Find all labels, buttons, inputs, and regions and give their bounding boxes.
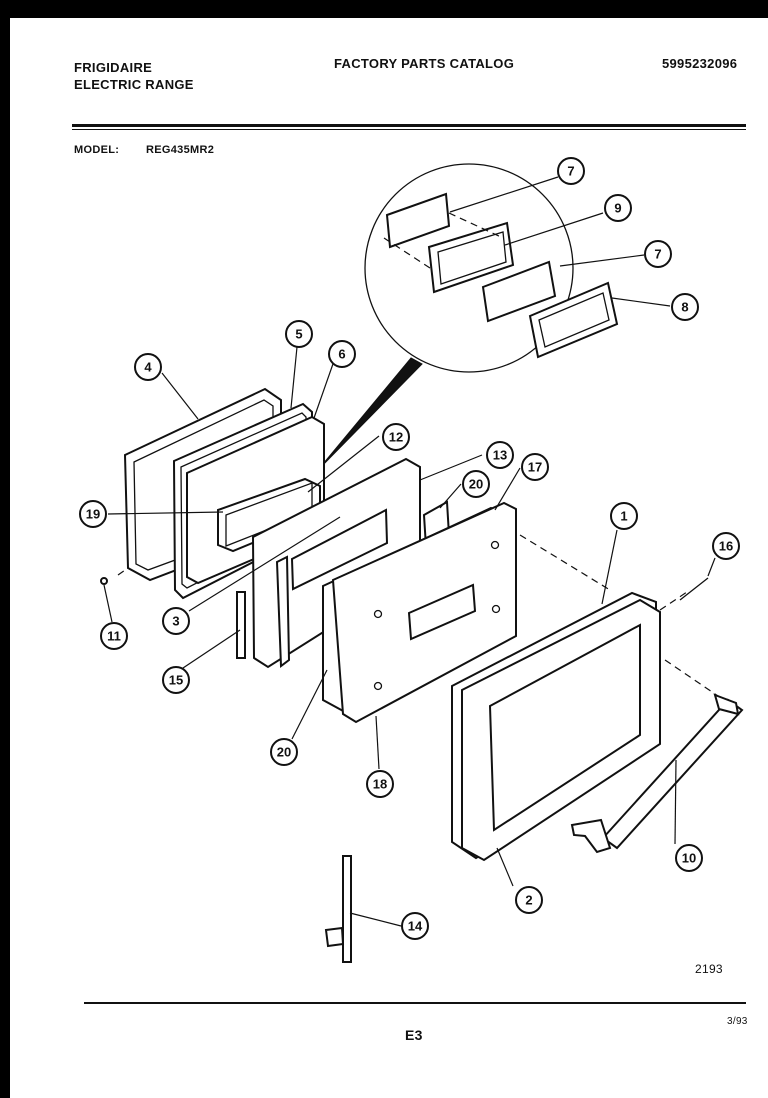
detail-dash (448, 212, 502, 238)
callout-1: 1 (610, 502, 638, 530)
page-code: E3 (405, 1027, 423, 1043)
svg-text:2: 2 (525, 893, 532, 908)
callout-6: 6 (328, 340, 356, 368)
svg-text:5: 5 (295, 327, 302, 342)
callout-20b: 20 (270, 738, 298, 766)
detail-pointer (317, 357, 423, 471)
svg-text:12: 12 (389, 430, 403, 445)
svg-text:15: 15 (169, 673, 183, 688)
callout-11: 11 (100, 622, 128, 650)
part-door-frame (451, 591, 661, 862)
svg-text:14: 14 (408, 919, 423, 934)
callout-7a: 7 (557, 157, 585, 185)
svg-text:11: 11 (107, 629, 121, 644)
svg-text:18: 18 (373, 777, 387, 792)
part-door-spring (236, 591, 246, 659)
callout-12: 12 (382, 423, 410, 451)
svg-text:7: 7 (567, 164, 574, 179)
callout-7b: 7 (644, 240, 672, 268)
callout-13: 13 (486, 441, 514, 469)
svg-text:7: 7 (654, 247, 661, 262)
part-hinge (324, 855, 352, 963)
callout-9: 9 (604, 194, 632, 222)
detail-magnifier-circle (364, 163, 574, 373)
callout-20a: 20 (462, 470, 490, 498)
callout-8: 8 (671, 293, 699, 321)
date-code: 3/93 (727, 1016, 748, 1027)
scan-left-border (0, 0, 10, 1098)
model-label: MODEL: (74, 144, 120, 156)
callout-3: 3 (162, 607, 190, 635)
svg-text:8: 8 (681, 300, 688, 315)
svg-text:4: 4 (144, 360, 152, 375)
callout-19: 19 (79, 500, 107, 528)
callout-14: 14 (401, 912, 429, 940)
callout-5: 5 (285, 320, 313, 348)
detail-dash (659, 589, 691, 611)
callout-17: 17 (521, 453, 549, 481)
svg-text:16: 16 (719, 539, 733, 554)
svg-text:20: 20 (469, 477, 483, 492)
drawing-number: 2193 (695, 962, 723, 976)
callout-10: 10 (675, 844, 703, 872)
product-type: ELECTRIC RANGE (74, 77, 194, 92)
model-value: REG435MR2 (146, 144, 215, 156)
svg-text:20: 20 (277, 745, 291, 760)
detail-glass-7b (481, 260, 557, 323)
detail-glass-7a (385, 192, 451, 249)
svg-text:19: 19 (86, 507, 100, 522)
svg-text:3: 3 (172, 614, 179, 629)
catalog-number: 5995232096 (662, 56, 738, 71)
callout-4: 4 (134, 353, 162, 381)
callout-15: 15 (162, 666, 190, 694)
header-rule-thin (72, 129, 746, 130)
detail-gasket-8 (528, 281, 619, 359)
scan-top-border (0, 0, 768, 18)
part-screw-16 (679, 577, 709, 601)
detail-gasket-9 (427, 221, 515, 294)
footer-rule (84, 1002, 746, 1004)
header-rule (72, 124, 746, 127)
detail-dash (664, 659, 719, 697)
svg-text:13: 13 (493, 448, 507, 463)
callout-2: 2 (515, 886, 543, 914)
callout-18: 18 (366, 770, 394, 798)
callout-16: 16 (712, 532, 740, 560)
svg-text:9: 9 (614, 201, 621, 216)
brand-name: FRIGIDAIRE (74, 60, 153, 75)
part-outer-door-panel (322, 501, 517, 724)
part-screw (100, 577, 108, 585)
detail-dash (117, 567, 129, 576)
leader-lines (103, 176, 716, 927)
svg-text:1: 1 (620, 509, 627, 524)
detail-dash (519, 534, 611, 591)
svg-text:10: 10 (682, 851, 696, 866)
svg-text:6: 6 (338, 347, 345, 362)
part-door-handle (570, 693, 744, 854)
catalog-title: FACTORY PARTS CATALOG (334, 56, 515, 71)
svg-text:17: 17 (528, 460, 542, 475)
detail-dash (383, 237, 431, 269)
